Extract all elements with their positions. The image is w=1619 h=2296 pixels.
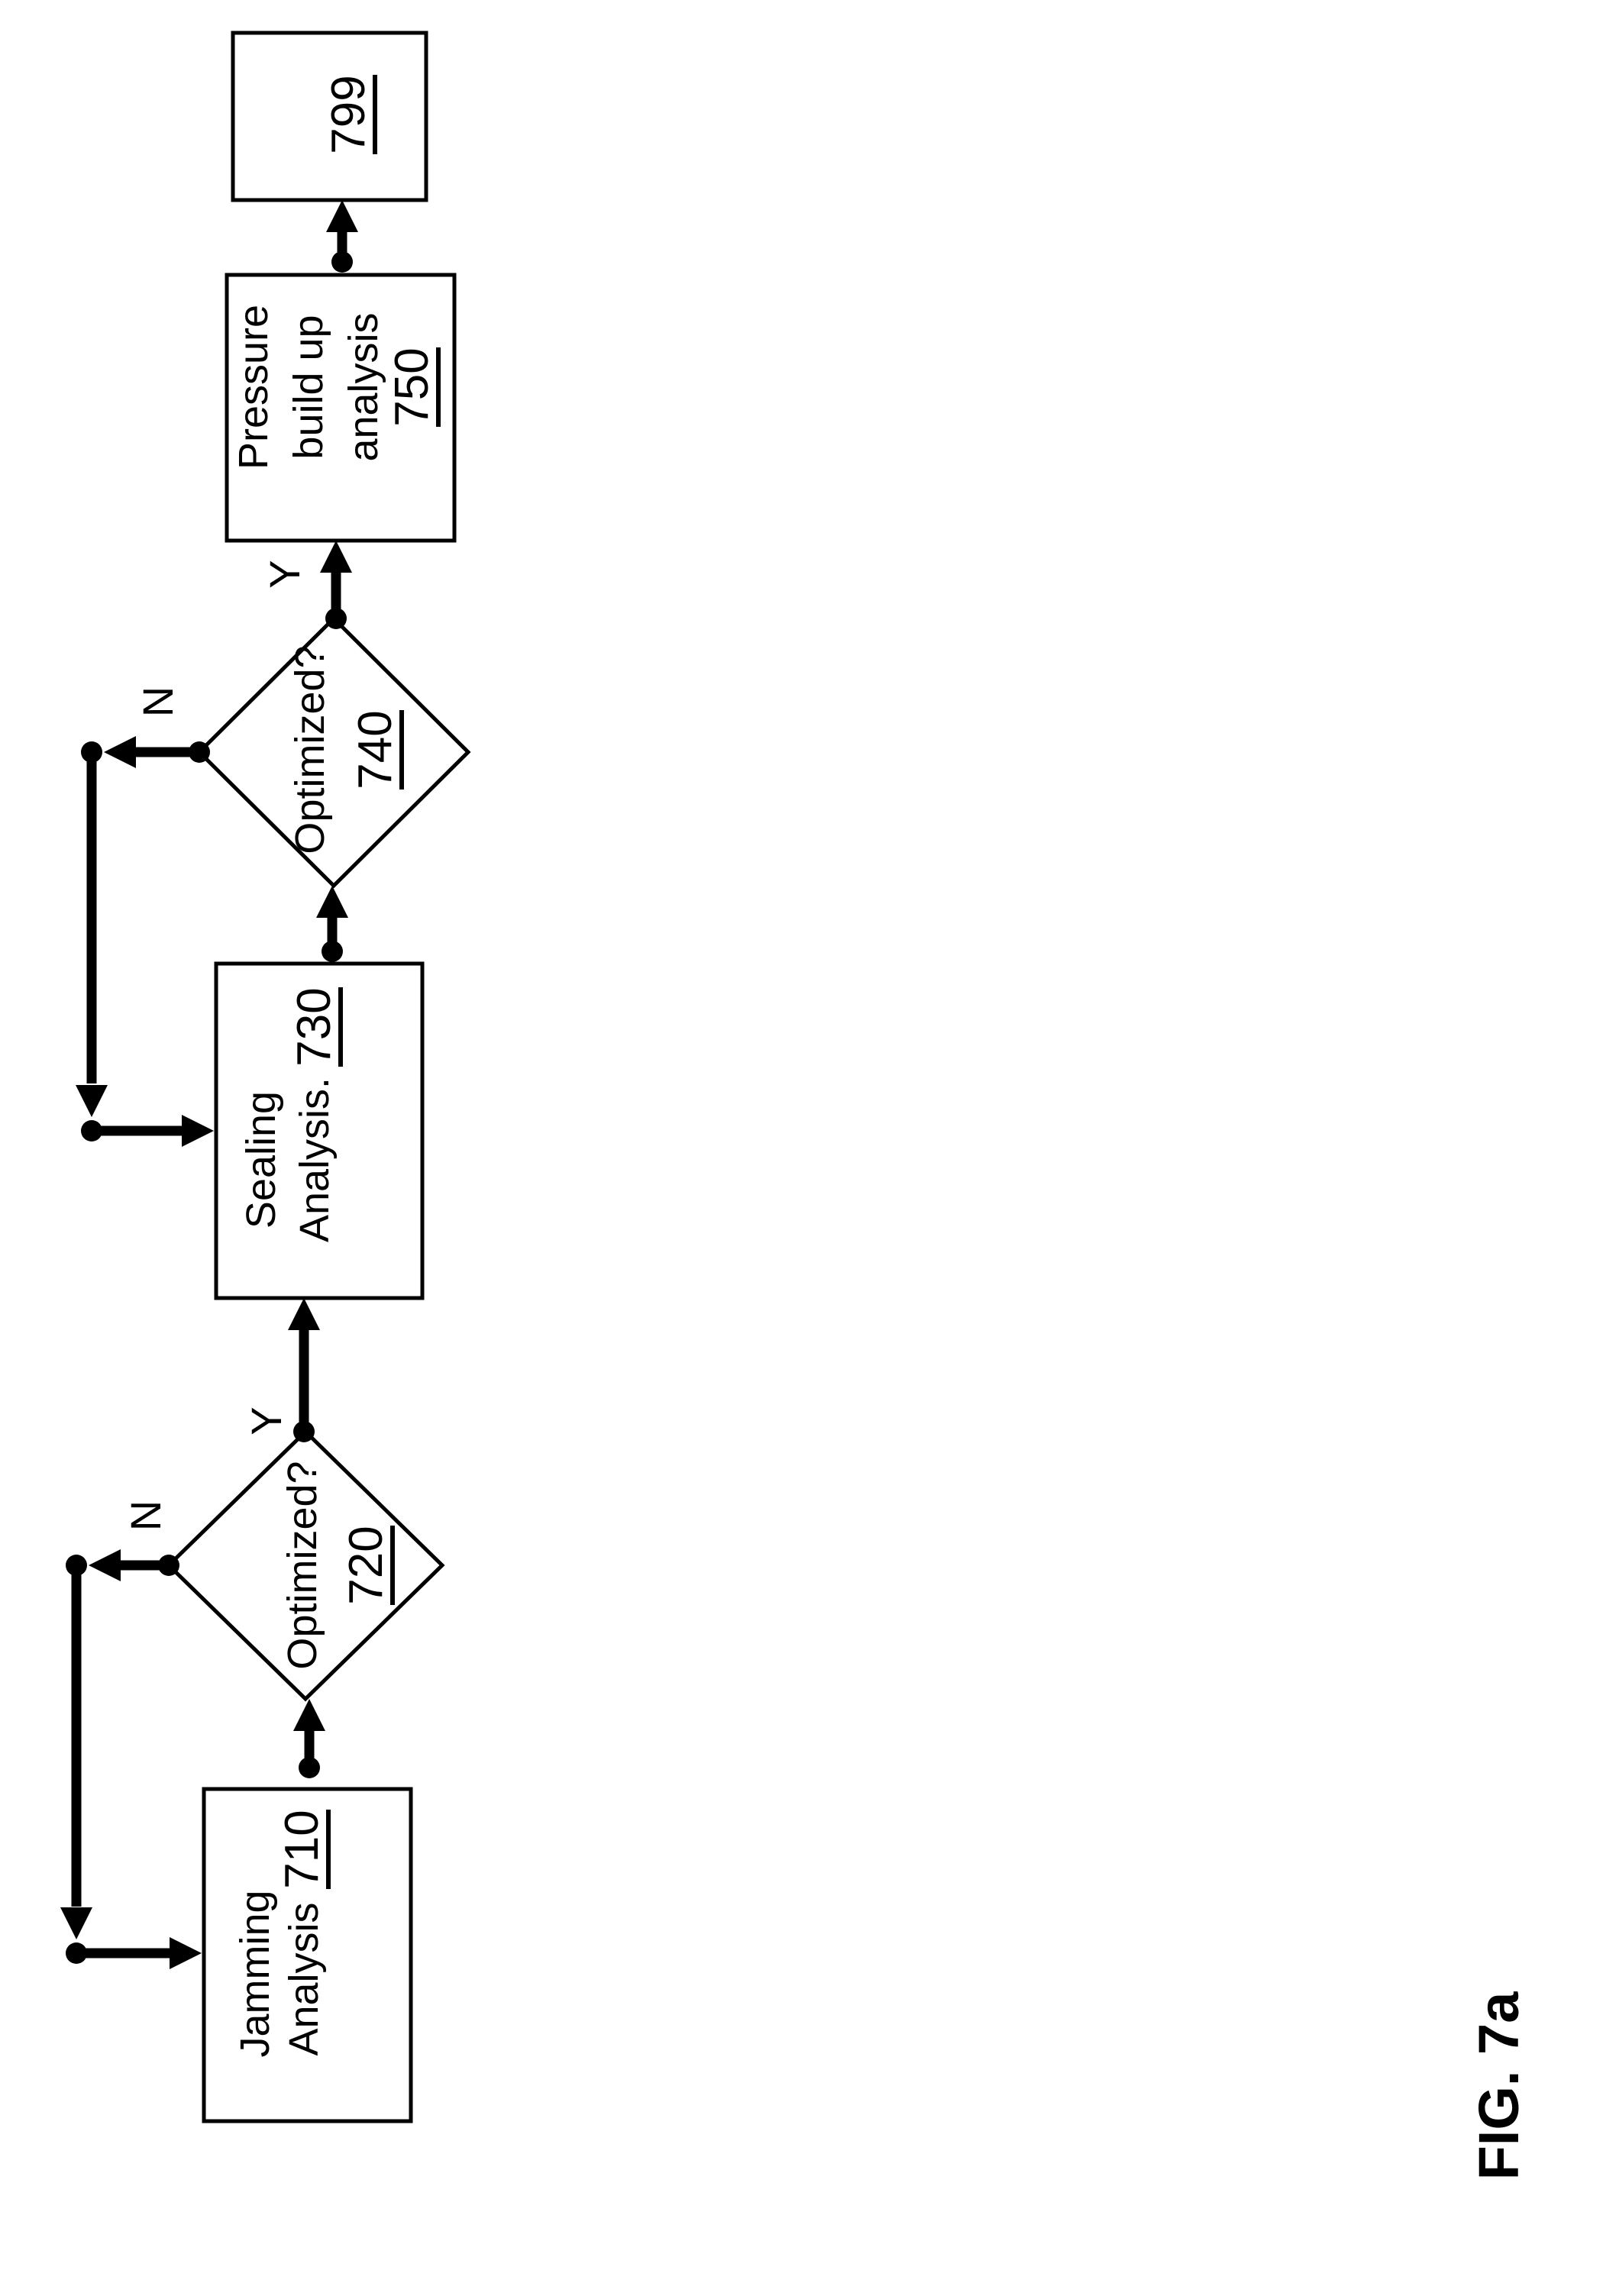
process-box-750-ref-number: 750 [386, 347, 438, 426]
connector-750-to-799 [326, 200, 358, 273]
terminal-box-799: 799 [231, 31, 428, 202]
junction-dot-720-yes-exit [293, 1421, 315, 1442]
junction-dot-750-exit [331, 251, 353, 273]
terminal-box-799-outline [231, 31, 428, 202]
arrowhead-720-no-into-710 [170, 1937, 202, 1969]
process-box-710-label-line2: Analysis [281, 1902, 327, 2055]
decision-720-question: Optimized? [280, 1461, 325, 1669]
arrowhead-into-799 [326, 200, 358, 232]
arrowhead-into-720 [293, 1699, 325, 1731]
arrowhead-720-no-corner-up [89, 1549, 121, 1581]
arrowhead-740-no-corner-up [104, 736, 136, 768]
feedback-loop-740-no-to-730: N [76, 686, 214, 1147]
junction-dot-730-exit [322, 941, 343, 962]
connector-740-yes-to-750: Y [260, 541, 352, 629]
process-box-750-label-line3: analysis [341, 312, 386, 461]
process-box-730-outline [214, 961, 425, 1300]
figure-caption: FIG. 7a [1467, 1991, 1530, 2181]
process-box-750-label-line2: build up [286, 315, 331, 459]
terminal-box-799-ref-number: 799 [322, 75, 375, 153]
arrowhead-into-740 [316, 886, 348, 918]
connector-710-to-720 [293, 1699, 325, 1778]
connector-720-yes-to-730: Y [242, 1298, 320, 1442]
process-box-710-label-line1: Jamming [232, 1890, 278, 2057]
arrowhead-into-750 [320, 541, 352, 573]
process-box-730-label-line1: Sealing [238, 1091, 284, 1229]
process-box-710-outline [202, 1787, 413, 2123]
process-box-730-ref-number: 730 [288, 987, 341, 1066]
process-box-pressure-buildup-analysis: Pressure build up analysis 750 [225, 273, 457, 543]
branch-label-no-740: N [134, 686, 182, 717]
branch-label-no-720: N [121, 1500, 170, 1531]
process-box-750-outline [225, 273, 457, 543]
decision-diamond-optimized-720: Optimized? 720 [166, 1429, 445, 1702]
decision-720-ref-number: 720 [340, 1526, 393, 1604]
process-box-730-label-line2: Analysis. [292, 1077, 338, 1242]
decision-740-ref-number: 740 [349, 710, 402, 789]
branch-label-yes-720: Y [242, 1406, 290, 1435]
arrowhead-720-no-corner-left [60, 1907, 92, 1939]
arrowhead-740-no-corner-left [76, 1085, 108, 1117]
process-box-750-label-line1: Pressure [231, 305, 276, 470]
junction-dot-720-no-exit [158, 1555, 179, 1576]
decision-740-question: Optimized? [287, 645, 333, 854]
process-box-jamming-analysis: Jamming Analysis 710 [202, 1787, 413, 2123]
arrowhead-740-no-into-730 [182, 1115, 214, 1147]
junction-dot-710-exit [299, 1757, 320, 1778]
decision-740-outline [196, 615, 471, 889]
feedback-loop-720-no-to-710: N [60, 1500, 202, 1969]
branch-label-yes-740: Y [260, 560, 309, 588]
process-box-710-ref-number: 710 [276, 1810, 328, 1888]
decision-diamond-optimized-740: Optimized? 740 [196, 615, 471, 889]
process-box-sealing-analysis: Sealing Analysis. 730 [214, 961, 425, 1300]
junction-dot-740-no-exit [189, 741, 210, 763]
junction-dot-740-yes-exit [325, 608, 347, 629]
connector-730-to-740 [316, 886, 348, 962]
arrowhead-into-730 [288, 1298, 320, 1330]
